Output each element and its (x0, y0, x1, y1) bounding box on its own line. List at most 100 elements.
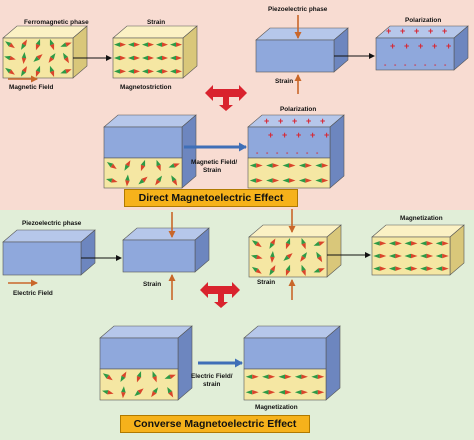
plus-charge-icon: + (428, 26, 433, 36)
magnetic-domain-icon (60, 69, 72, 74)
minus-charge-icon: - (444, 62, 447, 69)
magnetic-domain-icon (245, 390, 259, 395)
magnetic-domain-icon (282, 178, 296, 183)
magnetic-domain-icon (121, 386, 126, 399)
red-double-arrow-direct (205, 85, 247, 111)
magnetic-domain-icon (373, 266, 387, 271)
magnetic-domain-icon (262, 390, 276, 395)
magnetic-domain-icon (404, 253, 418, 259)
magnetic-domain-icon (301, 238, 306, 250)
magnetic-domain-icon (270, 251, 275, 263)
label-electric-field: Electric Field (13, 290, 53, 297)
magnetic-domain-icon (102, 390, 114, 395)
label-strain-piezo: Strain (275, 78, 293, 85)
plus-charge-icon: + (414, 26, 419, 36)
magnetic-domain-icon (262, 374, 276, 379)
magnetic-domain-icon (156, 55, 168, 61)
magnetic-domain-icon (142, 42, 154, 47)
plus-charge-icon: + (310, 130, 315, 140)
magnetic-domain-icon (35, 65, 41, 77)
magnetic-domain-icon (167, 387, 174, 398)
magnetic-domain-icon (313, 268, 325, 273)
minus-charge-icon: - (384, 62, 387, 69)
magnetic-domain-icon (388, 266, 402, 271)
plus-charge-icon: + (390, 41, 395, 51)
magnetic-domain-icon (140, 159, 146, 172)
magnetic-domain-icon (33, 54, 43, 62)
banner-direct-effect: Direct Magnetoelectric Effect (124, 189, 298, 207)
magnetic-domain-icon (388, 253, 402, 259)
banner-converse-effect: Converse Magnetoelectric Effect (120, 415, 310, 433)
magnetic-domain-icon (152, 371, 157, 383)
magnetic-domain-icon (21, 66, 27, 77)
plus-charge-icon: + (320, 116, 325, 126)
piezoelectric-block-unpolarized (255, 27, 349, 73)
converse-ferro-block-random (248, 224, 342, 278)
magnetic-domain-icon (49, 65, 55, 77)
magnetic-domain-icon (278, 390, 292, 395)
magnetic-domain-icon (420, 241, 434, 246)
magnetic-domain-icon (251, 240, 262, 248)
magnetic-domain-icon (155, 175, 163, 186)
magnetic-domain-icon (128, 55, 140, 61)
magnetic-domain-icon (373, 253, 387, 259)
minus-charge-icon: - (434, 62, 437, 69)
magnetic-domain-icon (168, 163, 180, 168)
magnetic-domain-icon (316, 251, 323, 263)
plus-charge-icon: + (278, 116, 283, 126)
minus-charge-icon: - (414, 62, 417, 69)
magnetic-domain-icon (106, 162, 117, 169)
minus-charge-icon: - (394, 62, 397, 69)
label-magnetic-field-strain-1: Magnetic Field/ (191, 159, 237, 166)
magnetic-domain-icon (156, 69, 168, 74)
magnetic-domain-icon (315, 163, 329, 168)
magnetic-domain-icon (4, 55, 16, 61)
magnetic-domain-icon (136, 371, 142, 383)
magnetic-domain-icon (294, 390, 308, 395)
magnetic-domain-icon (294, 374, 308, 379)
magnetic-domain-icon (142, 69, 154, 74)
magnetic-domain-icon (106, 178, 118, 183)
red-double-arrow-converse (200, 282, 240, 308)
minus-charge-icon: - (266, 150, 269, 157)
magnetic-domain-icon (138, 176, 148, 185)
plus-charge-icon: + (282, 130, 287, 140)
magnetic-domain-icon (251, 266, 262, 274)
magnetic-domain-icon (134, 388, 144, 397)
label-magnetic-field: Magnetic Field (9, 84, 53, 91)
magnetic-domain-icon (48, 53, 56, 63)
label-piezoelectric-phase-converse: Piezoelectric phase (22, 220, 82, 227)
magnetic-domain-icon (60, 42, 72, 47)
magnetic-domain-icon (124, 160, 131, 171)
magnetic-domain-icon (164, 374, 176, 379)
magnetic-domain-icon (171, 175, 178, 186)
magnetic-domain-icon (298, 163, 312, 168)
converse-composite-magnetized (243, 325, 341, 401)
plus-charge-icon: + (306, 116, 311, 126)
magnetic-domain-icon (114, 55, 126, 61)
label-magnetic-field-strain-2: Strain (203, 167, 221, 174)
magnetic-domain-icon (373, 241, 387, 246)
magnetic-domain-icon (21, 39, 27, 50)
magnetic-domain-icon (35, 39, 41, 51)
plus-charge-icon: + (292, 116, 297, 126)
magnetic-domain-icon (311, 374, 325, 379)
plus-charge-icon: + (446, 41, 451, 51)
magnetic-domain-icon (269, 265, 276, 276)
magnetic-domain-icon (311, 390, 325, 395)
converse-piezo-block-strained (122, 227, 210, 273)
magnetic-domain-icon (170, 69, 182, 74)
magnetic-domain-icon (282, 163, 296, 168)
magnetic-domain-icon (128, 42, 140, 47)
magnetic-domain-icon (128, 69, 140, 74)
magnetic-domain-icon (420, 266, 434, 271)
magnetic-domain-icon (298, 178, 312, 183)
magnetic-domain-icon (249, 163, 263, 168)
piezoelectric-block-polarized: ++++++++++ ------- (375, 25, 469, 71)
magnetic-domain-icon (278, 374, 292, 379)
direct-composite-unpolarized (103, 114, 197, 189)
magnetic-domain-icon (245, 374, 259, 379)
plus-charge-icon: + (404, 41, 409, 51)
